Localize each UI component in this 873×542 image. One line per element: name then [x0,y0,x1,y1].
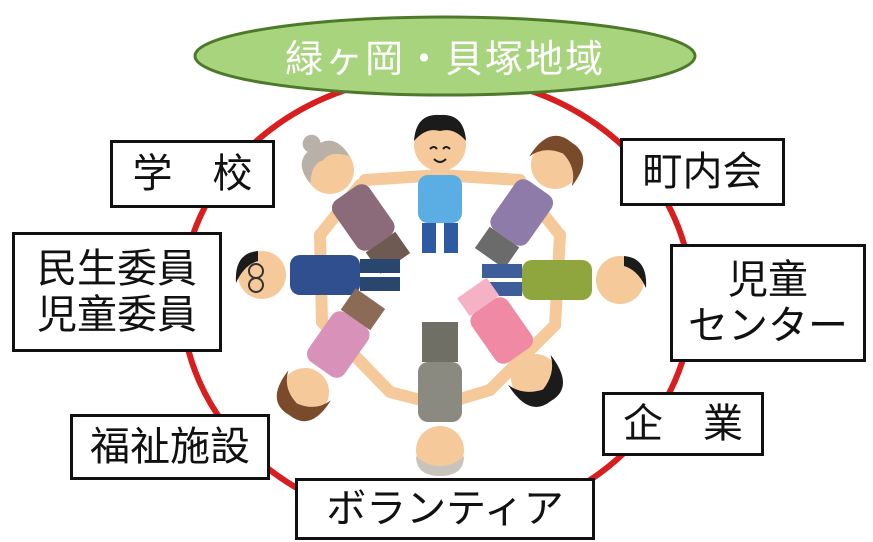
area-title: 緑ヶ岡・貝塚地域 [284,36,605,81]
label-children-center: 児童 センター [670,244,866,362]
label-neighborhood-text: 町内会 [642,149,763,195]
label-volunteer: ボランティア [295,478,595,540]
grandfather-figure [416,322,464,476]
label-school: 学 校 [110,140,275,208]
label-volunteer-text: ボランティア [326,486,564,532]
label-neighborhood-association: 町内会 [620,138,785,206]
label-company-text: 企 業 [623,401,743,447]
boy-figure [414,114,466,253]
man-glasses-figure [235,251,400,299]
label-children-center-line2: センター [688,303,848,349]
grandmother-figure [301,134,411,274]
woman-figure [474,135,584,269]
man-figure [482,256,647,304]
label-children-center-line1: 児童 [728,257,808,303]
woman-pink-figure [276,288,386,422]
label-welfare-facility: 福祉施設 [70,414,270,480]
label-welfare-commissioner-line2: 児童委員 [37,292,197,338]
label-company: 企 業 [602,392,764,456]
girl-figure [457,277,563,407]
label-welfare-commissioner: 民生委員 児童委員 [12,232,222,352]
label-welfare-facility-text: 福祉施設 [90,424,250,470]
label-welfare-commissioner-line1: 民生委員 [37,246,197,292]
label-school-text: 学 校 [132,151,253,197]
title-oval-shape [193,15,697,97]
